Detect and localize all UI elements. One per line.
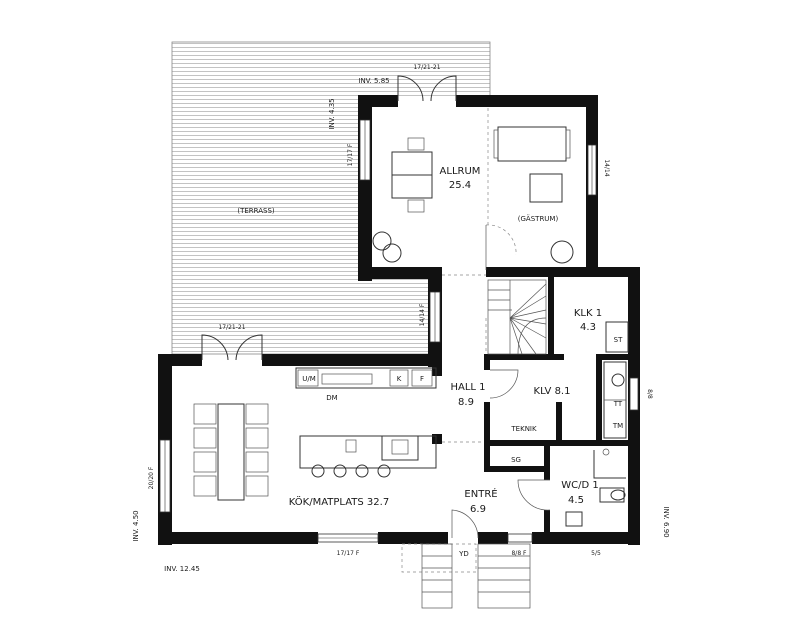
room-label-gastrum: (GÄSTRUM) — [518, 214, 559, 223]
doors — [201, 75, 551, 539]
room-name-hall: HALL 1 — [450, 382, 485, 393]
fixture-f: F — [420, 375, 424, 383]
bathroom-fixtures — [565, 321, 629, 527]
window-label-top-door: 17/21-21 — [413, 64, 440, 71]
window-label-kok-bottom: 17/17 F — [337, 550, 360, 557]
allrum-furniture — [372, 126, 574, 264]
room-area-hall: 8.9 — [458, 397, 474, 408]
fixture-yd: YD — [458, 550, 469, 558]
room-label-terrass: (TERRASS) — [237, 207, 275, 215]
staircase — [485, 279, 547, 355]
room-name-entre: ENTRÉ — [464, 487, 497, 500]
room-name-klv: KLV 8.1 — [534, 386, 571, 397]
room-area-allrum: 25.4 — [449, 180, 471, 191]
room-label-kok: KÖK/MATPLATS 32.7 — [289, 495, 389, 508]
window-label-allrum-left: 17/17 F — [347, 143, 354, 166]
fixture-st: ST — [614, 336, 623, 344]
window-label-klv: 8/8 — [646, 389, 653, 399]
room-label-sg: SG — [511, 456, 521, 464]
level-inv-450: INV. 4.50 — [132, 510, 140, 541]
window-label-left-door: 17/21-21 — [218, 324, 245, 331]
entrance-steps — [421, 543, 531, 609]
room-area-wcd: 4.5 — [568, 495, 584, 506]
fixture-tt: TT — [613, 400, 623, 408]
window-label-hall: 14/14 F — [419, 303, 426, 326]
fixture-labels: U/M K F DM ST TT TM YD — [302, 336, 623, 558]
room-area-klk: 4.3 — [580, 322, 596, 333]
level-inv-585: INV. 5.85 — [358, 77, 389, 85]
level-inv-1245: INV. 12.45 — [164, 565, 200, 573]
fixture-dm: DM — [326, 394, 337, 402]
level-inv-435: INV. 4.35 — [328, 98, 336, 129]
room-labels: ALLRUM 25.4 (GÄSTRUM) (TERRASS) KLK 1 4.… — [237, 166, 602, 515]
fixture-tm: TM — [612, 422, 623, 430]
fixture-k: K — [397, 375, 402, 383]
fixture-um: U/M — [302, 375, 316, 383]
annotations: INV. 5.85 INV. 4.35 INV. 4.50 INV. 12.45… — [132, 64, 670, 573]
room-name-klk: KLK 1 — [574, 308, 602, 319]
interior-walls — [432, 277, 630, 538]
window-label-entre: 8/8 F — [511, 550, 527, 557]
terrace — [171, 41, 600, 361]
window-label-wc: 5/5 — [591, 550, 601, 557]
kitchen-furniture — [193, 367, 437, 501]
room-name-allrum: ALLRUM — [440, 166, 481, 177]
window-label-kok-left: 20/20 F — [148, 466, 155, 489]
level-inv-690: INV. 6.90 — [662, 506, 670, 537]
window-label-allrum-right: 14/14 — [603, 159, 610, 176]
room-name-wcd: WC/D 1 — [561, 480, 598, 491]
room-area-entre: 6.9 — [470, 504, 486, 515]
windows — [159, 119, 639, 543]
room-label-teknik: TEKNIK — [510, 425, 537, 433]
